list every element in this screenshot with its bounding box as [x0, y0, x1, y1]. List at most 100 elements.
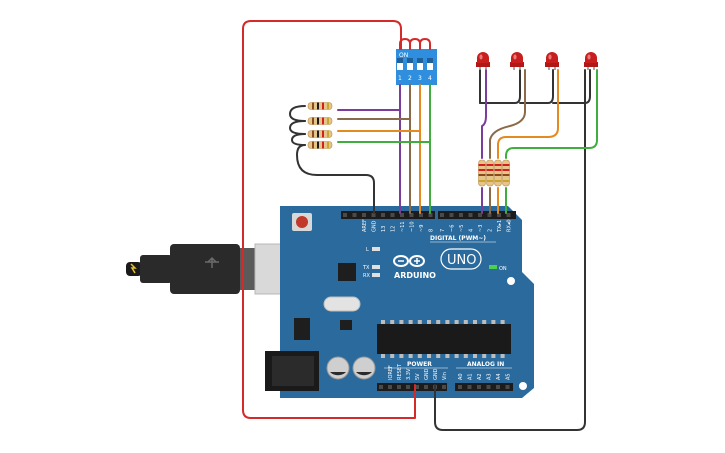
resistor-band	[322, 102, 324, 110]
pin-hole[interactable]	[343, 213, 347, 217]
pin-hole[interactable]	[381, 213, 385, 217]
chip-pin	[390, 320, 395, 324]
led-dome	[477, 52, 489, 63]
analog-pin-label: A3	[487, 373, 493, 380]
chip-pin	[427, 354, 431, 358]
led-l-label: L	[366, 247, 369, 253]
resistor-band	[502, 169, 510, 171]
chip-pin	[491, 354, 496, 358]
wire-green-led	[505, 69, 598, 159]
pin-hole[interactable]	[379, 385, 383, 389]
digital-pin-label: ~9	[419, 225, 425, 232]
led-highlight	[587, 54, 591, 60]
chip-pin	[454, 320, 459, 324]
arduino-logo-text: ARDUINO	[394, 271, 436, 280]
digital-pin-label: ~6	[450, 225, 456, 232]
usb-chip	[338, 263, 356, 281]
pin-hole[interactable]	[496, 385, 500, 389]
bottom-pin-holes	[379, 385, 510, 389]
usb-symbol-icon	[205, 256, 219, 268]
pull-down-resistors	[307, 102, 333, 149]
dip-toggle[interactable]	[417, 58, 423, 70]
led-highlight	[479, 54, 483, 60]
pin-hole[interactable]	[415, 385, 419, 389]
pin-hole[interactable]	[409, 213, 414, 217]
resistor-band	[494, 180, 502, 182]
pin-hole[interactable]	[362, 213, 366, 217]
pin-hole[interactable]	[388, 385, 392, 389]
led-rx-label: RX	[363, 273, 370, 279]
pin-hole[interactable]	[477, 385, 481, 389]
pin-hole[interactable]	[458, 385, 462, 389]
chip-pin	[399, 320, 404, 324]
pin-hole[interactable]	[419, 213, 423, 217]
dip-toggle[interactable]	[407, 58, 413, 70]
led-highlight	[513, 54, 517, 60]
analog-pin-label: A0	[458, 373, 464, 380]
pin-hole[interactable]	[506, 213, 511, 217]
pin-hole[interactable]	[371, 213, 376, 217]
chip-pin	[381, 320, 385, 324]
crystal-oscillator	[323, 296, 361, 312]
pin-hole[interactable]	[449, 213, 454, 217]
dip-toggle-knob	[427, 58, 433, 63]
chip-pin	[445, 320, 450, 324]
resistor-band	[502, 174, 510, 176]
wire-black-led-gnd	[479, 69, 521, 104]
pin-hole[interactable]	[428, 213, 433, 217]
reset-button[interactable]	[296, 216, 308, 228]
digital-pin-label: 2	[488, 229, 494, 232]
chip-pin	[436, 320, 441, 324]
pin-hole[interactable]	[497, 213, 501, 217]
pin-hole[interactable]	[424, 385, 428, 389]
resistor-band	[322, 117, 324, 125]
chip-pin	[408, 320, 413, 324]
dip-number: 4	[428, 75, 432, 82]
pin-hole[interactable]	[390, 213, 395, 217]
usb-connector-body	[170, 244, 240, 294]
arduino-logo-icon	[393, 255, 425, 267]
pin-hole[interactable]	[478, 213, 482, 217]
resistor-band	[312, 102, 314, 110]
pin-hole[interactable]	[400, 213, 404, 217]
dip-toggle[interactable]	[427, 58, 433, 70]
dip-number: 3	[418, 75, 422, 82]
pin-hole[interactable]	[459, 213, 463, 217]
led-tx-label: TX	[362, 265, 370, 271]
analog-header	[455, 383, 513, 391]
resistor-band	[322, 141, 324, 149]
pin-hole[interactable]	[468, 213, 473, 217]
dip-switch-on-label: ON	[399, 52, 408, 59]
power-pin-label: 3.3V	[406, 368, 412, 380]
pin-hole[interactable]	[505, 385, 510, 389]
dip-number: 2	[408, 75, 412, 82]
pin-hole[interactable]	[397, 385, 401, 389]
resistor-band	[327, 141, 329, 149]
wire-black-ground-loop	[291, 133, 306, 146]
dip-switch-toggles[interactable]	[397, 58, 433, 70]
chip-pin	[491, 320, 496, 324]
resistor-band	[327, 102, 329, 110]
digital-header-left	[341, 211, 435, 219]
power-header-label: POWER	[407, 361, 432, 368]
digital-pin-label: 12	[391, 226, 397, 232]
power-header	[377, 383, 447, 391]
pin-hole[interactable]	[487, 213, 492, 217]
pin-hole[interactable]	[442, 385, 446, 389]
dip-toggle[interactable]	[397, 58, 403, 70]
pin-hole[interactable]	[352, 213, 357, 217]
pin-hole[interactable]	[406, 385, 410, 389]
chip-pin	[399, 354, 404, 358]
pin-hole[interactable]	[467, 385, 472, 389]
pin-hole[interactable]	[486, 385, 491, 389]
pin-hole[interactable]	[440, 213, 444, 217]
dip-toggle-knob	[397, 58, 403, 63]
chip-pin	[500, 320, 505, 324]
wire-brown-led	[489, 69, 526, 159]
resistor-band	[494, 174, 502, 176]
resistor-band	[312, 141, 314, 149]
